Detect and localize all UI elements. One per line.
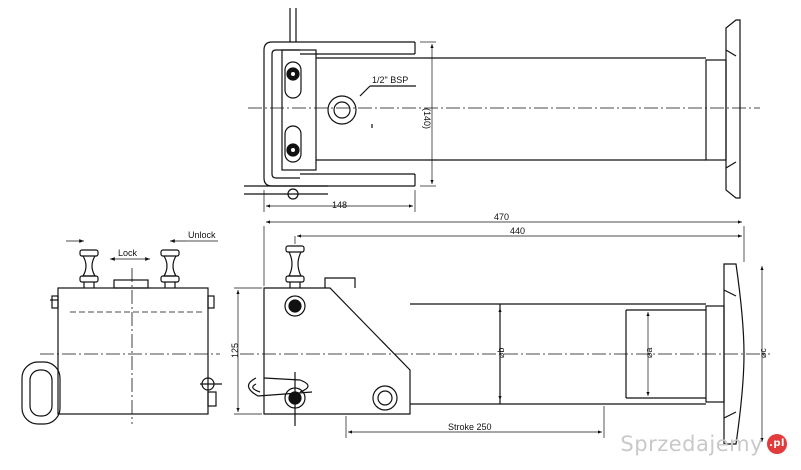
watermark-text: Sprzedajemy [620, 432, 763, 456]
dim-stroke: Stroke 250 [448, 422, 492, 432]
dim-diameter-inner: ⌀a [644, 348, 654, 358]
label-unlock: Unlock [188, 230, 216, 240]
watermark-badge: .pl [767, 434, 787, 454]
dim-diameter-outer: ⌀c [758, 348, 768, 358]
top-view [244, 8, 760, 212]
dim-bracket-height: (140) [422, 108, 432, 129]
end-view [21, 239, 222, 425]
dim-side-height: 125 [230, 343, 240, 358]
dim-thread: 1/2" BSP [372, 75, 408, 85]
watermark: Sprzedajemy .pl [620, 432, 787, 456]
dim-diameter-mid: ⌀b [496, 348, 506, 358]
dim-top-width: 148 [332, 200, 347, 210]
label-lock: Lock [118, 248, 138, 258]
side-view [234, 220, 770, 445]
dim-overall-length: 470 [494, 212, 509, 222]
dim-tube-length: 440 [510, 226, 525, 236]
